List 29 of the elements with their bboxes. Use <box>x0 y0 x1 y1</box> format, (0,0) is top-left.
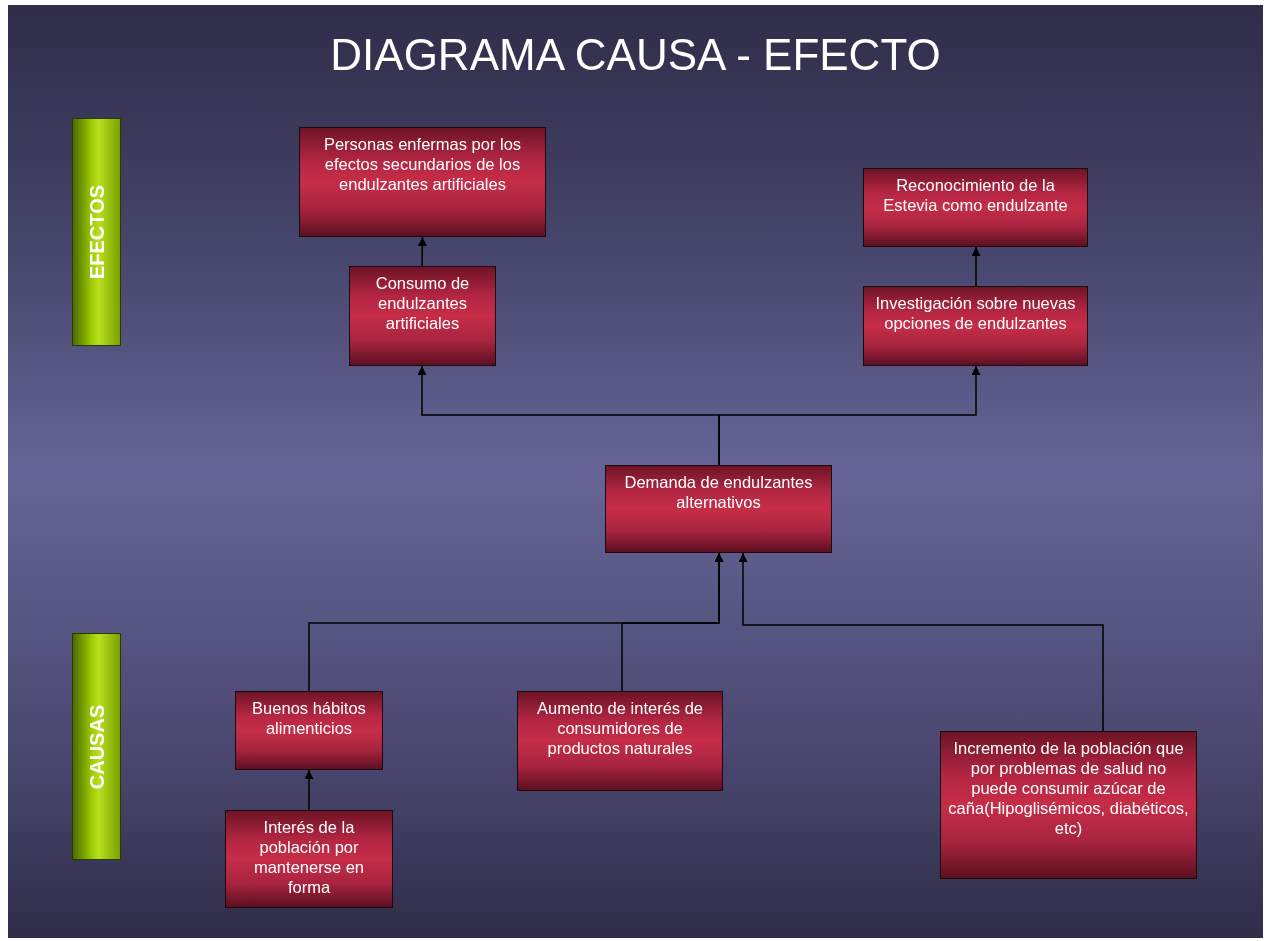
title: DIAGRAMA CAUSA - EFECTO <box>329 30 942 80</box>
arrow <box>718 365 981 466</box>
category-bar <box>72 118 121 346</box>
box-text: Interés de la población por mantenerse en forma <box>252 817 366 897</box>
category-bar <box>72 633 121 860</box>
arrow <box>417 236 427 267</box>
cause-effect-box <box>863 286 1088 366</box>
cause-effect-box <box>225 810 393 908</box>
box-text: Demanda de endulzantes alternativos <box>623 472 814 512</box>
arrow <box>738 552 1104 732</box>
arrow <box>304 769 314 811</box>
box-text: Consumo de endulzantes artificiales <box>374 273 471 333</box>
cause-effect-box <box>517 691 723 791</box>
category-label: CAUSAS <box>86 704 107 789</box>
box-text: Buenos hábitos alimenticios <box>251 698 367 738</box>
cause-effect-box <box>605 465 832 553</box>
box-text: Investigación sobre nuevas opciones de endulzantes <box>874 293 1077 333</box>
cause-effect-box <box>235 691 383 770</box>
cause-effect-box <box>299 127 546 237</box>
arrow <box>971 246 981 287</box>
arrow <box>621 552 724 692</box>
box-text: Aumento de interés de consumidores de productos naturales <box>536 698 704 758</box>
box-text: Incremento de la población que por problemas de salud no puede consumir azúcar de caña(Hipoglisémicos, diabéticos, etc) <box>947 738 1190 838</box>
category-label: EFECTOS <box>86 184 107 280</box>
cause-effect-box <box>349 266 496 366</box>
cause-effect-box <box>940 731 1197 879</box>
box-text: Personas enfermas por los efectos secundarios de los endulzantes artificiales <box>322 134 523 194</box>
cause-effect-box <box>863 168 1088 247</box>
box-text: Reconocimiento de la Estevia como endulzante <box>882 175 1069 215</box>
